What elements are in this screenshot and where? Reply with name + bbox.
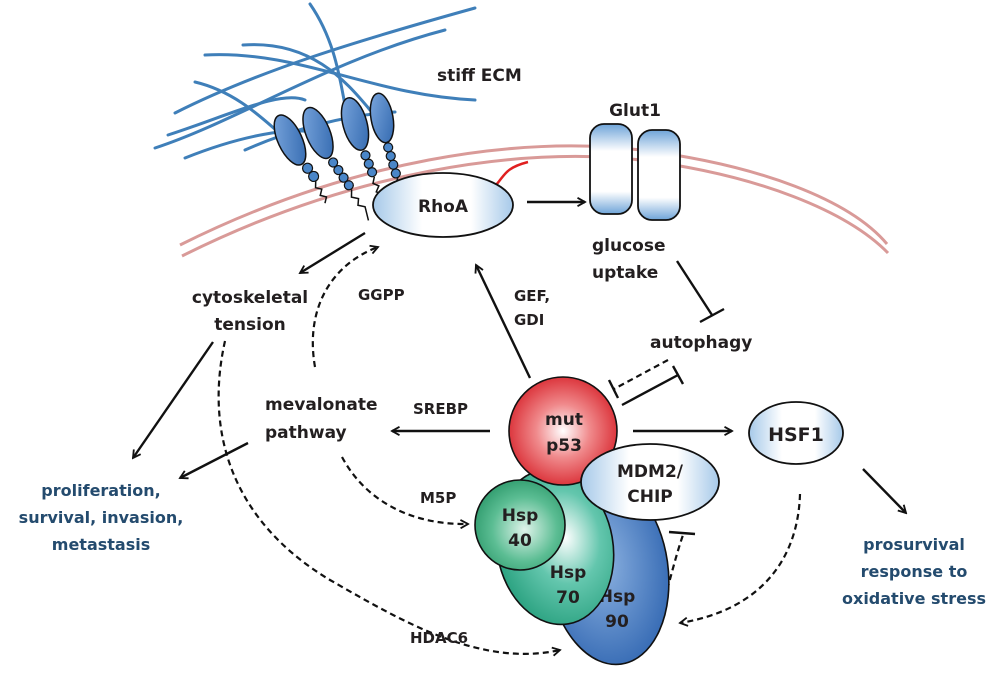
mdm2-chip-label: MDM2/CHIP [617, 462, 684, 507]
edge-mevalonate-rhoa [311, 247, 378, 368]
mdm2-chip-node[interactable]: MDM2/CHIP [580, 443, 720, 521]
lipid-anchor [495, 160, 529, 186]
edge-rhoa-cytoskeletal [300, 231, 366, 275]
hsf1-node[interactable]: HSF1 [748, 401, 844, 465]
edge-cytoskeletal-proliferation [133, 341, 214, 458]
glut1-label: Glut1 [609, 101, 661, 121]
edge-p53-autophagy [621, 365, 685, 407]
edge-cytoskeletal-chaperones [217, 340, 560, 654]
proliferation-outcome: proliferation,survival, invasion,metasta… [19, 481, 184, 554]
edge-glucose-autophagy [675, 260, 725, 324]
edge-mevalonate-proliferation [180, 441, 249, 478]
edge-p53-rhoa [476, 265, 532, 379]
edge-autophagy-p53 [607, 359, 669, 399]
integrin [273, 114, 328, 204]
edge-hsf1-hsp90 [680, 493, 802, 623]
m5p-label: M5P [420, 489, 456, 507]
edge-hsf1-prosurvival [862, 468, 906, 513]
hdac6-label: HDAC6 [410, 629, 468, 647]
hsf1-label: HSF1 [768, 424, 824, 446]
rhoa-node[interactable]: RhoA [372, 172, 514, 238]
edge-mevalonate-hsp40 [341, 456, 468, 524]
integrin [340, 96, 383, 202]
rhoa-label: RhoA [418, 197, 469, 217]
edge-hsp90-mdm2 [660, 530, 696, 610]
ggpp-label: GGPP [358, 286, 405, 304]
integrins [273, 92, 406, 221]
stiff-ecm-label: stiff ECM [437, 66, 522, 86]
glut1-transporter[interactable] [589, 123, 681, 221]
gef-gdi-label: GEF,GDI [514, 287, 550, 329]
srebp-label: SREBP [413, 400, 468, 418]
autophagy-label: autophagy [650, 333, 752, 353]
